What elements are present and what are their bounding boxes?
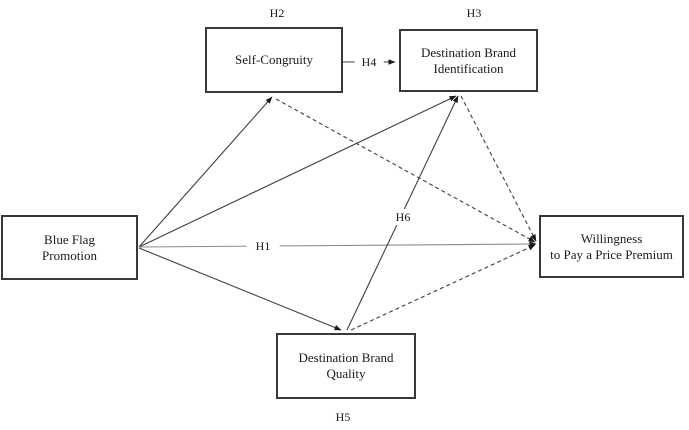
hypothesis-label-h4: H4 [354,54,384,70]
hypothesis-label-h6: H6 [390,209,416,225]
node-label-line: Willingness [580,230,643,246]
node-label-line: Quality [326,366,366,381]
arrow-dbq-to-willingness-dashed [350,244,536,331]
node-label-line: Blue Flag [44,231,95,247]
node-label-line: Destination Brand [298,350,394,365]
node-destination-brand-quality: Destination Brand Quality [276,333,416,399]
hypothesis-label-h2: H2 [269,6,285,20]
hypothesis-label-h5: H5 [335,410,351,424]
node-label-line: Destination Brand [421,44,516,60]
node-willingness-to-pay-price-premium: Willingness to Pay a Price Premium [539,215,684,278]
arrow-bfp-to-destination-brand-quality [138,247,342,331]
arrow-bfp-to-destination-brand-identification [138,95,457,248]
node-label-line: to Pay a Price Premium [550,246,673,262]
node-self-congruity: Self-Congruity [205,27,343,93]
node-label-line: Self-Congruity [235,52,313,67]
node-label-line: Promotion [42,247,97,263]
node-destination-brand-identification: Destination Brand Identification [399,29,538,92]
arrow-bfp-to-self-congruity [138,96,273,248]
node-blue-flag-promotion: Blue Flag Promotion [1,215,138,280]
arrow-self-congruity-to-willingness-dashed [275,98,536,243]
arrow-bfp-to-willingness-h1 [138,241,537,248]
node-label-line: Identification [433,60,504,76]
hypothesis-label-h3: H3 [466,6,482,20]
hypothesis-label-h1: H1 [246,238,280,254]
arrow-dbi-to-willingness-dashed [460,95,537,242]
